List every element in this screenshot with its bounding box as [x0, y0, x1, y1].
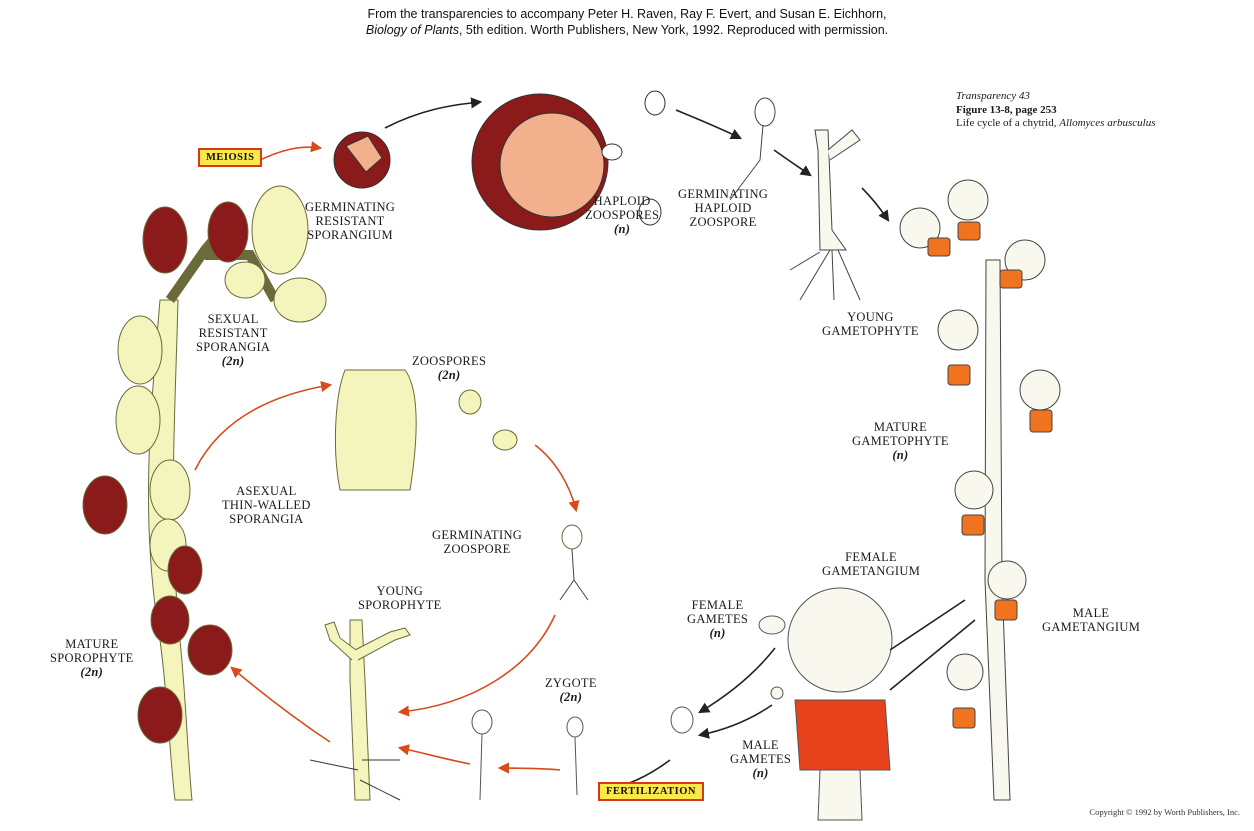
label-line: MALE	[1042, 606, 1140, 620]
label-line: RESISTANT	[196, 326, 270, 340]
label-line: GAMETANGIUM	[1042, 620, 1140, 634]
label-line: SPOROPHYTE	[50, 651, 134, 665]
mature-gametophyte	[900, 180, 1060, 800]
label-zygote: ZYGOTE (2n)	[545, 676, 597, 704]
label-line: MATURE	[852, 420, 949, 434]
meiosis-tag: MEIOSIS	[198, 148, 262, 167]
label-line: GAMETOPHYTE	[822, 324, 919, 338]
label-line: SPORANGIUM	[305, 228, 395, 242]
label-line: GAMETES	[730, 752, 791, 766]
label-ploidy: (n)	[730, 766, 791, 780]
label-ploidy: (n)	[585, 222, 659, 236]
label-line: SPORANGIA	[196, 340, 270, 354]
label-line: MALE	[730, 738, 791, 752]
label-ploidy: (n)	[852, 448, 949, 462]
label-line: MATURE	[50, 637, 134, 651]
label-line: HAPLOID	[678, 201, 768, 215]
young-sporophyte	[310, 620, 410, 800]
label-line: GAMETANGIUM	[822, 564, 920, 578]
label-mature-gametophyte: MATURE GAMETOPHYTE (n)	[852, 420, 949, 462]
label-line: RESISTANT	[305, 214, 395, 228]
label-line: HAPLOID	[585, 194, 659, 208]
label-germinating-zoospore: GERMINATING ZOOSPORE	[432, 528, 522, 556]
label-line: THIN-WALLED	[222, 498, 311, 512]
young-gametophyte	[790, 130, 860, 300]
label-ploidy: (2n)	[412, 368, 486, 382]
label-line: ZOOSPORE	[678, 215, 768, 229]
germinating-haploid-zoospore	[730, 98, 775, 200]
label-haploid-zoospores: HAPLOID ZOOSPORES (n)	[585, 194, 659, 236]
label-line: ZOOSPORE	[432, 542, 522, 556]
label-germinating-haploid-zoospore: GERMINATING HAPLOID ZOOSPORE	[678, 187, 768, 229]
label-asexual-thin-walled-sporangia: ASEXUAL THIN-WALLED SPORANGIA	[222, 484, 311, 526]
label-line: GERMINATING	[305, 200, 395, 214]
label-line: ASEXUAL	[222, 484, 311, 498]
label-line: YOUNG	[358, 584, 442, 598]
label-young-gametophyte: YOUNG GAMETOPHYTE	[822, 310, 919, 338]
fertilization-tag: FERTILIZATION	[598, 782, 704, 801]
label-male-gametangium: MALE GAMETANGIUM	[1042, 606, 1140, 634]
label-line: ZOOSPORES	[585, 208, 659, 222]
label-sexual-resistant-sporangia: SEXUAL RESISTANT SPORANGIA (2n)	[196, 312, 270, 368]
label-line: SPOROPHYTE	[358, 598, 442, 612]
label-line: FEMALE	[822, 550, 920, 564]
label-line: GERMINATING	[432, 528, 522, 542]
label-line: FEMALE	[687, 598, 748, 612]
label-ploidy: (2n)	[545, 690, 597, 704]
label-male-gametes: MALE GAMETES (n)	[730, 738, 791, 780]
germinating-resistant-sporangium	[334, 132, 390, 188]
asexual-zoospore-sporangium	[335, 370, 588, 600]
label-female-gametes: FEMALE GAMETES (n)	[687, 598, 748, 640]
label-line: YOUNG	[822, 310, 919, 324]
label-line: GAMETES	[687, 612, 748, 626]
label-line: ZOOSPORES	[412, 354, 486, 368]
gametangia-closeup	[759, 588, 892, 820]
label-female-gametangium: FEMALE GAMETANGIUM	[822, 550, 920, 578]
label-line: GERMINATING	[678, 187, 768, 201]
copyright-notice: Copyright © 1992 by Worth Publishers, In…	[1089, 807, 1240, 817]
label-line: ZYGOTE	[545, 676, 597, 690]
label-line: GAMETOPHYTE	[852, 434, 949, 448]
label-zoospores: ZOOSPORES (2n)	[412, 354, 486, 382]
label-ploidy: (2n)	[50, 665, 134, 679]
label-mature-sporophyte: MATURE SPOROPHYTE (2n)	[50, 637, 134, 679]
label-ploidy: (n)	[687, 626, 748, 640]
label-line: SPORANGIA	[222, 512, 311, 526]
label-germinating-resistant-sporangium: GERMINATING RESISTANT SPORANGIUM	[305, 200, 395, 242]
label-line: SEXUAL	[196, 312, 270, 326]
label-young-sporophyte: YOUNG SPOROPHYTE	[358, 584, 442, 612]
label-ploidy: (2n)	[196, 354, 270, 368]
